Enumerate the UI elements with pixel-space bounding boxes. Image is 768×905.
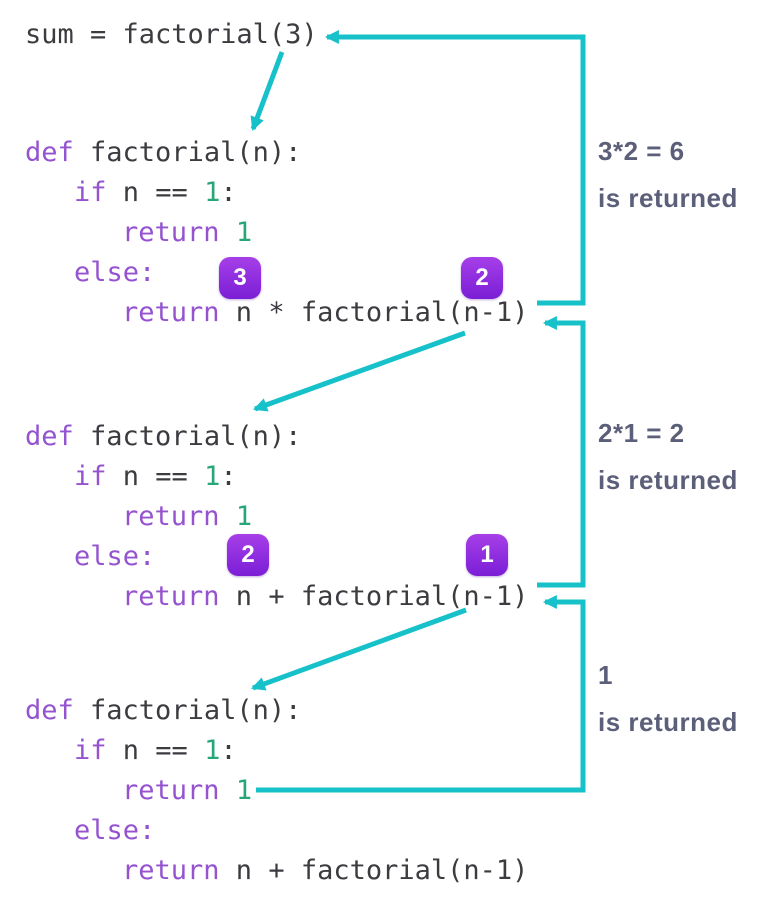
code-token-plain: n == [106,735,205,766]
code-token-literal: 1 [235,501,253,532]
code-line: def factorial(n): [25,420,301,454]
code-line: return 1 [122,216,252,250]
call-arrow-frame1-to-frame2 [253,330,466,412]
step-badge: 3 [219,257,261,299]
code-token-plain: : [220,177,237,208]
call-arrow-to-frame1 [250,51,285,131]
code-token-plain: n + factorial(n-1) [219,581,529,612]
code-line: return 1 [122,500,252,534]
code-token-keyword: return [122,217,220,248]
code-line: if n == 1: [74,460,237,494]
step-badge: 2 [461,257,503,299]
annotation-label: is returned [598,465,738,495]
code-token-keyword: : [139,257,156,288]
code-token-keyword: return [122,581,220,612]
step-badge: 2 [227,534,269,576]
code-token-plain: factorial(n): [73,137,302,168]
code-token-literal: 1 [204,177,221,208]
code-token-keyword: : [139,541,156,572]
code-line: return n + factorial(n-1) [122,580,528,614]
code-line: else: [74,256,155,290]
code-line: sum = factorial(3) [25,18,318,52]
code-token-plain: n == [106,461,205,492]
code-line: def factorial(n): [25,694,301,728]
code-token-plain: n + factorial(n-1) [219,855,529,886]
code-token-keyword: return [122,297,220,328]
annotation-label: is returned [598,183,738,213]
code-line: return 1 [122,774,252,808]
annotation-frame1-return: 3*2 = 6 is returned [598,128,738,222]
code-token-keyword: else [74,257,140,288]
code-token-keyword: : [139,815,156,846]
code-line: else: [74,814,155,848]
code-token-keyword: if [74,461,107,492]
code-token-keyword: def [25,421,74,452]
return-arrow-frame3-to-frame2 [256,595,586,793]
code-token-literal: 1 [204,461,221,492]
annotation-value: 3*2 = 6 [598,136,685,166]
annotation-frame2-return: 2*1 = 2 is returned [598,410,738,504]
code-token-keyword: if [74,735,107,766]
annotation-label: is returned [598,707,738,737]
code-token-plain: factorial(n): [73,695,302,726]
code-token-keyword: def [25,695,74,726]
code-token-keyword: else [74,815,140,846]
return-arrow-frame1-to-call [324,30,586,306]
code-token-plain: n * factorial(n-1) [219,297,529,328]
annotation-value: 2*1 = 2 [598,418,685,448]
code-token-literal: 1 [235,217,253,248]
return-arrow-frame2-to-frame1 [537,316,586,588]
code-line: return n * factorial(n-1) [122,296,528,330]
code-token-plain: : [220,735,237,766]
step-badge: 1 [466,534,508,576]
code-line: else: [74,540,155,574]
code-token-keyword: return [122,775,220,806]
code-token-plain: sum = factorial(3) [25,19,318,50]
code-token-literal: 1 [235,775,253,806]
code-line: return n + factorial(n-1) [122,854,528,888]
annotation-frame3-return: 1 is returned [598,652,738,746]
code-token-plain: n == [106,177,205,208]
annotation-value: 1 [598,660,613,690]
code-line: def factorial(n): [25,136,301,170]
code-token-keyword: if [74,177,107,208]
code-token-literal: 1 [204,735,221,766]
code-line: if n == 1: [74,734,237,768]
code-token-keyword: else [74,541,140,572]
call-arrow-frame2-to-frame3 [251,607,467,691]
code-token-plain: factorial(n): [73,421,302,452]
code-line: if n == 1: [74,176,237,210]
code-token-keyword: return [122,501,220,532]
code-token-plain: : [220,461,237,492]
code-token-keyword: def [25,137,74,168]
code-token-keyword: return [122,855,220,886]
